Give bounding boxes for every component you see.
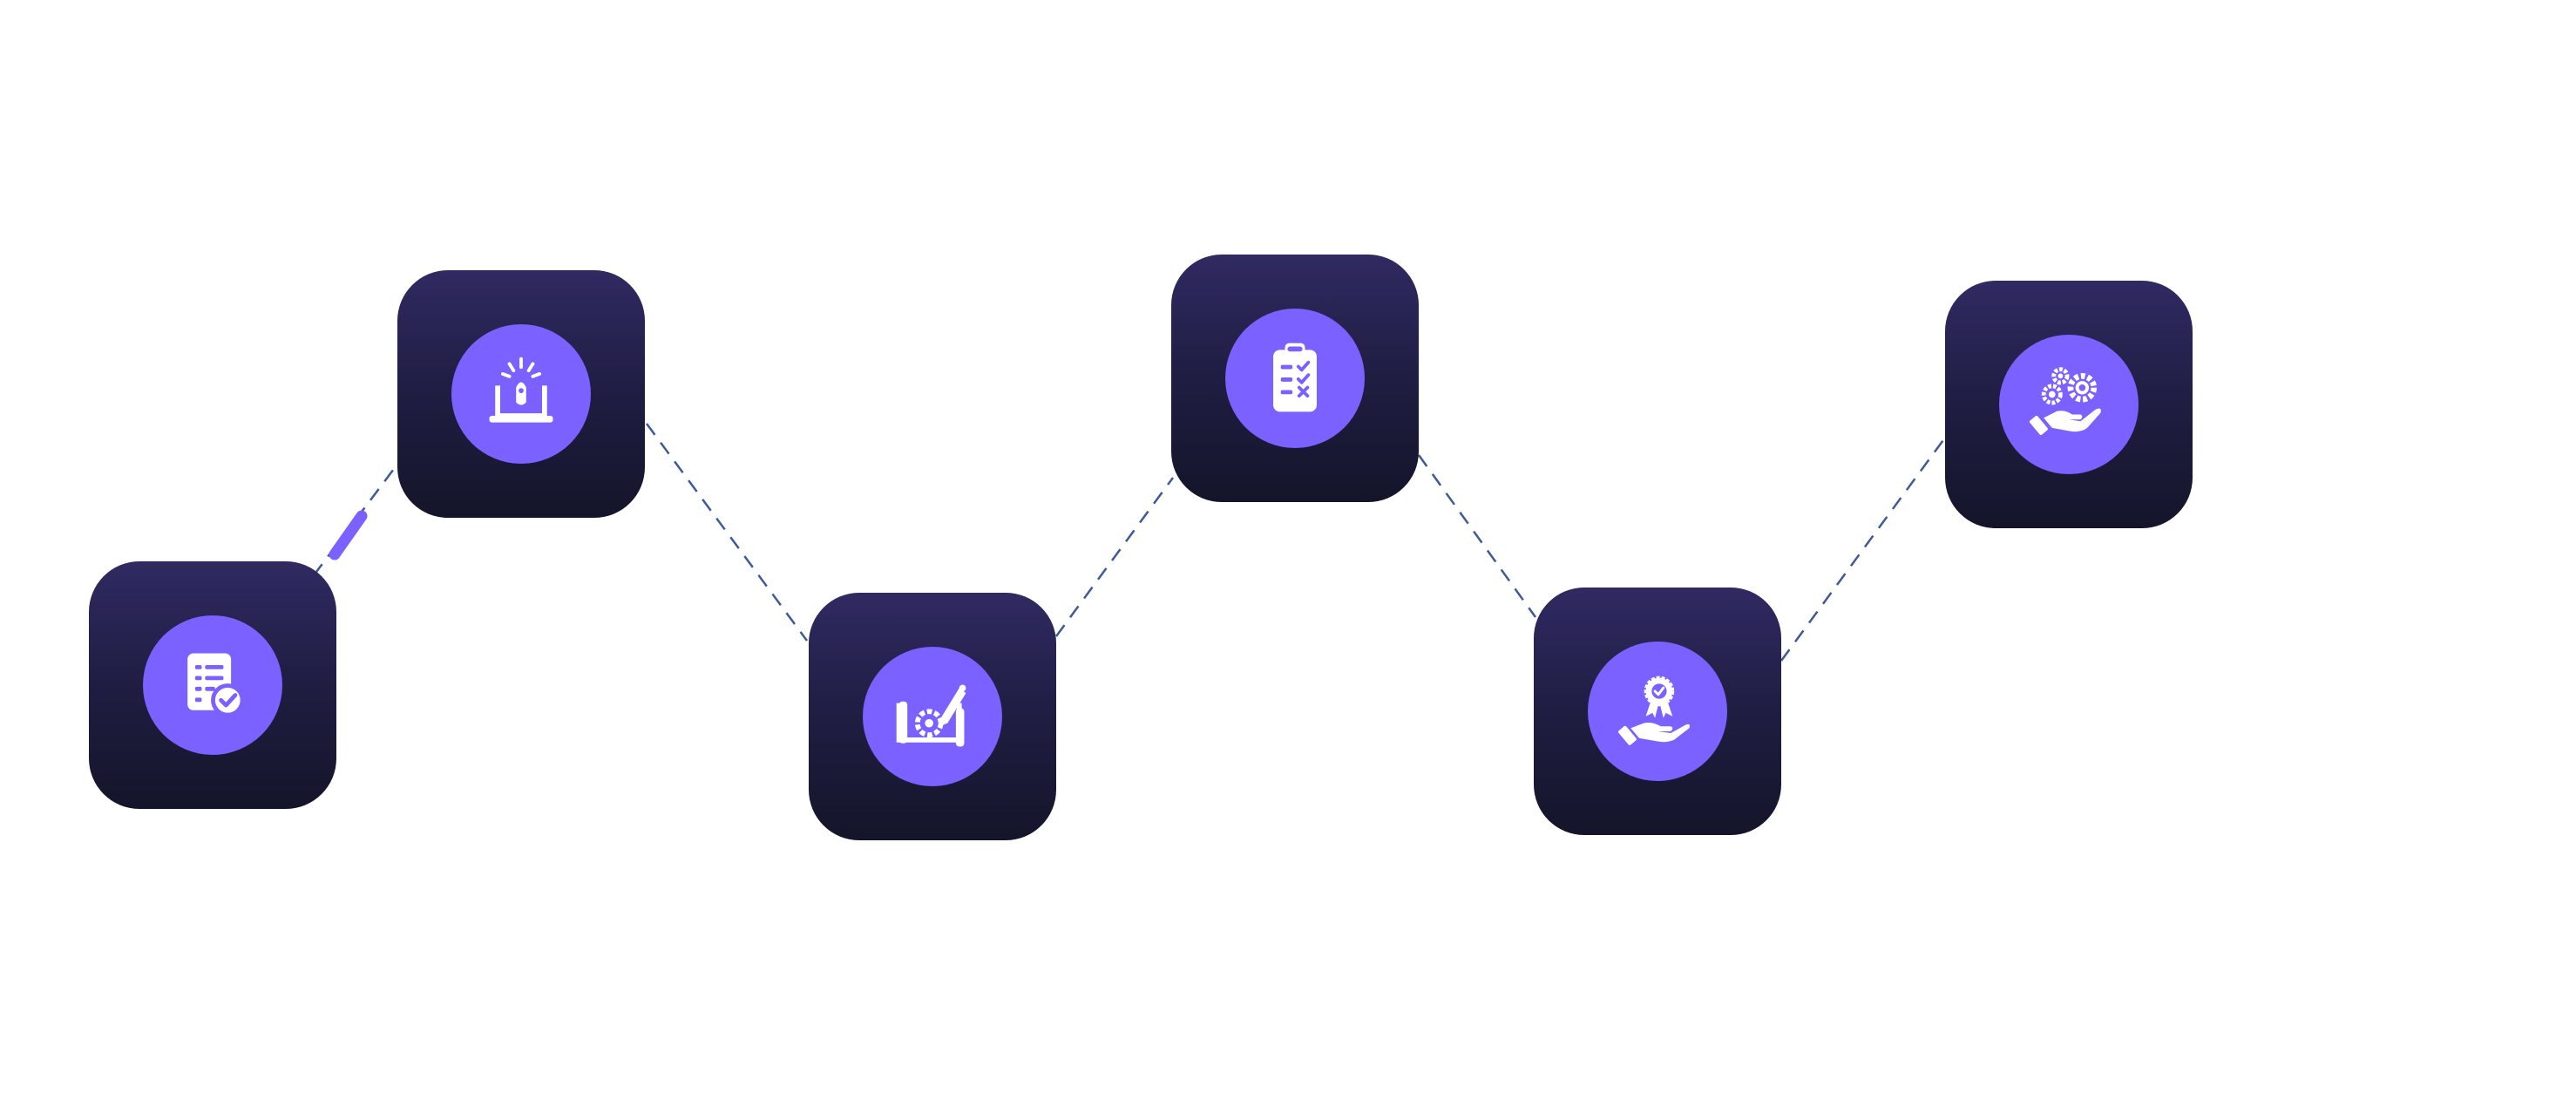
step-badge-2 bbox=[451, 324, 591, 464]
hand-gears-icon bbox=[2030, 367, 2101, 436]
blueprint-gear-pencil-icon bbox=[896, 684, 966, 747]
step-badge-5 bbox=[1588, 642, 1727, 781]
step-card-4[interactable] bbox=[1171, 255, 1419, 502]
step-badge-4 bbox=[1225, 309, 1365, 448]
step-card-6[interactable] bbox=[1945, 281, 2193, 528]
connector-3-4 bbox=[1054, 477, 1175, 637]
connector-5-6 bbox=[1779, 430, 1952, 662]
step-badge-3 bbox=[863, 647, 1002, 786]
step-badge-6 bbox=[1999, 335, 2139, 474]
laptop-rocket-icon bbox=[489, 357, 553, 423]
step-card-3[interactable] bbox=[809, 593, 1056, 840]
step-badge-1 bbox=[143, 615, 282, 755]
step-card-2[interactable] bbox=[397, 270, 645, 518]
connector-1-2-progress bbox=[329, 510, 368, 560]
document-check-icon bbox=[187, 653, 245, 717]
connector-2-3 bbox=[645, 423, 809, 642]
hand-award-icon bbox=[1618, 676, 1690, 745]
step-card-5[interactable] bbox=[1534, 588, 1781, 835]
clipboard-checklist-icon bbox=[1273, 343, 1317, 412]
step-card-1[interactable] bbox=[89, 561, 336, 809]
connector-4-5 bbox=[1417, 454, 1537, 618]
